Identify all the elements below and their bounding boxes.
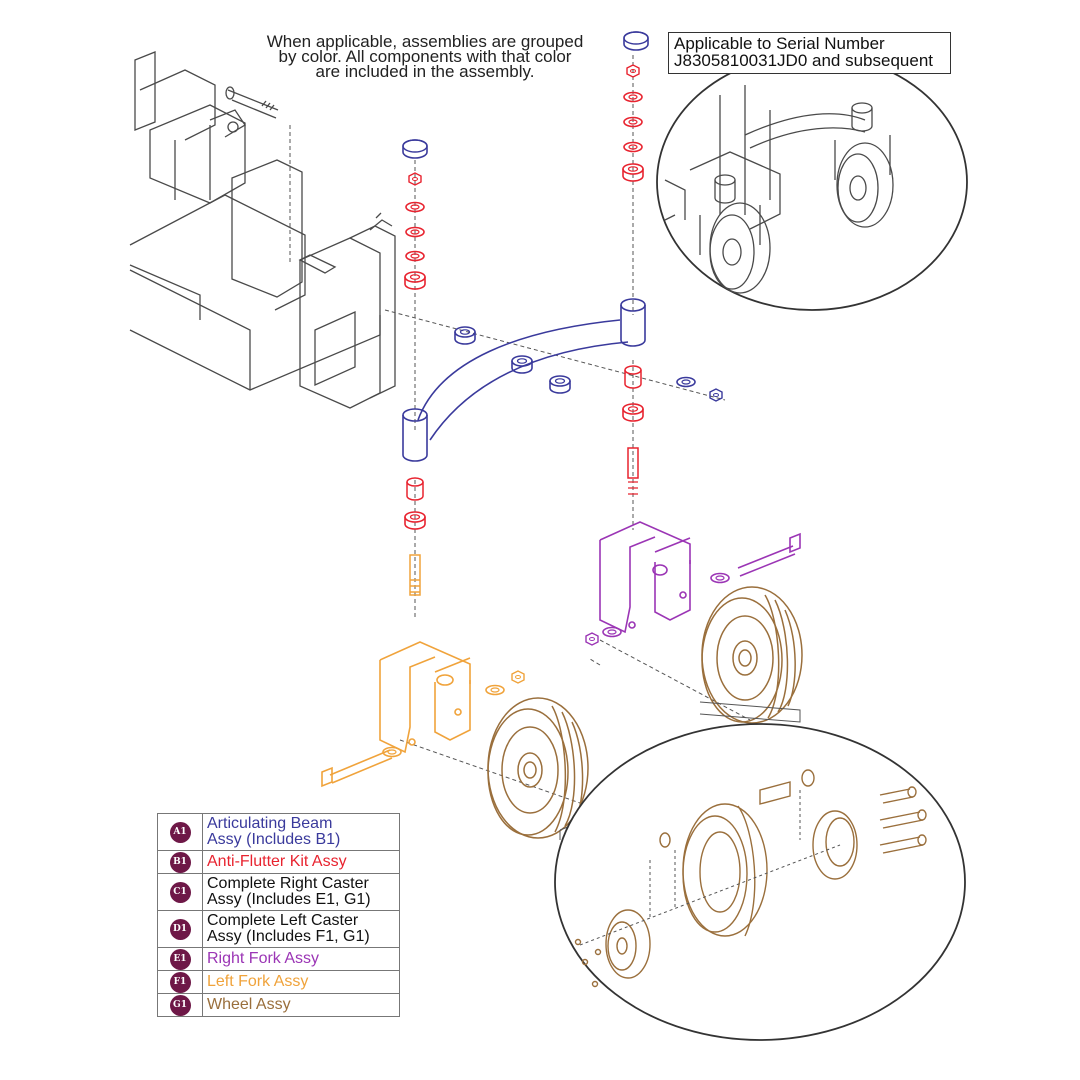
note-line-1: When applicable, assemblies are grouped [266, 32, 584, 51]
legend-label-line: Right Fork Assy [207, 950, 320, 967]
articulating-beam [402, 298, 723, 462]
legend-badge-cell: E1 [157, 947, 203, 971]
legend-row: G1 Wheel Assy [157, 993, 400, 1017]
legend-badge: C1 [169, 882, 191, 903]
legend-label-line: Anti-Flutter Kit Assy [207, 853, 347, 870]
anti-flutter-kit [404, 64, 644, 530]
legend-label-line: Complete Right Caster [207, 875, 369, 892]
legend-row: E1 Right Fork Assy [157, 947, 400, 971]
legend-label-line: Left Fork Assy [207, 973, 309, 990]
legend-label: Left Fork Assy [202, 970, 400, 994]
legend-label-line: Assy (Includes E1, G1) [207, 891, 371, 908]
legend-row: F1 Left Fork Assy [157, 970, 400, 994]
legend-label-line: Complete Left Caster [207, 912, 359, 929]
right-wheel [701, 586, 803, 724]
inset-serial-view [656, 53, 968, 311]
left-wheel [487, 697, 589, 839]
legend-badge: A1 [169, 822, 191, 843]
legend-badge: D1 [169, 919, 191, 940]
note-line-2: by color. All components with that color [278, 47, 572, 66]
legend-label: Anti-Flutter Kit Assy [202, 850, 400, 874]
legend-label-line: Wheel Assy [207, 996, 291, 1013]
legend-badge-cell: G1 [157, 993, 203, 1017]
note-line-3: are included in the assembly. [315, 62, 535, 81]
color-grouping-note: When applicable, assemblies are grouped … [240, 32, 610, 81]
legend-label: Right Fork Assy [202, 947, 400, 971]
assembly-guide-lines [289, 55, 751, 811]
legend-badge-cell: A1 [157, 813, 203, 851]
legend-badge: G1 [169, 995, 191, 1016]
chair-frame [129, 51, 396, 409]
legend-badge-cell: F1 [157, 970, 203, 994]
legend-row: B1 Anti-Flutter Kit Assy [157, 850, 400, 874]
legend-badge: B1 [169, 852, 191, 873]
left-fork-stem [409, 554, 421, 596]
left-fork [321, 641, 525, 788]
legend-label-line: Articulating Beam [207, 815, 333, 832]
legend-badge: F1 [169, 972, 191, 993]
serial-number-box: Applicable to Serial Number J8305810031J… [668, 32, 951, 74]
legend-badge-cell: C1 [157, 873, 203, 911]
inset-wheel-exploded [554, 723, 966, 1041]
serial-line-2: J8305810031JD0 and subsequent [674, 51, 933, 70]
serial-line-1: Applicable to Serial Number [674, 34, 885, 53]
frame-bolt [225, 86, 279, 119]
legend-badge-cell: D1 [157, 910, 203, 948]
right-fork [585, 521, 801, 646]
legend-label-line: Assy (Includes F1, G1) [207, 928, 370, 945]
legend-label: Wheel Assy [202, 993, 400, 1017]
legend-badge-cell: B1 [157, 850, 203, 874]
legend-badge: E1 [169, 949, 191, 970]
legend-label-line: Assy (Includes B1) [207, 831, 341, 848]
